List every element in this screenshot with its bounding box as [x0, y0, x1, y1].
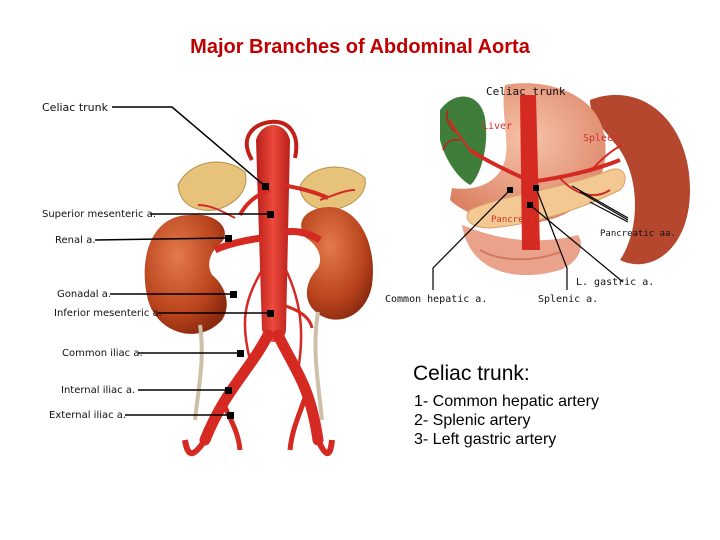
label-superior-mesenteric: Superior mesenteric a. — [42, 209, 156, 220]
left-adrenal-gland — [178, 162, 246, 210]
right-kidney — [301, 207, 373, 320]
label-spleen: Spleen — [583, 133, 619, 144]
list-item: 3- Left gastric artery — [414, 430, 599, 449]
label-inferior-mesenteric: Inferior mesenteric a. — [54, 308, 162, 319]
label-celiac-trunk: Celiac trunk — [42, 101, 108, 114]
label-liver: Liver — [482, 121, 512, 132]
label-celiac-trunk-right: Celiac trunk — [486, 85, 565, 98]
label-renal: Renal a. — [55, 235, 95, 246]
abdominal-aorta — [256, 125, 290, 342]
label-l-gastric: L. gastric a. — [576, 277, 654, 288]
info-heading: Celiac trunk: — [413, 362, 530, 386]
label-internal-iliac: Internal iliac a. — [61, 385, 135, 396]
label-common-iliac: Common iliac a. — [62, 348, 143, 359]
right-adrenal-gland — [300, 167, 365, 210]
info-list: 1- Common hepatic artery 2- Splenic arte… — [414, 392, 599, 449]
label-external-iliac: External iliac a. — [49, 410, 126, 421]
label-gonadal: Gonadal a. — [57, 289, 111, 300]
label-splenic: Splenic a. — [538, 294, 598, 305]
list-item: 1- Common hepatic artery — [414, 392, 599, 411]
list-item: 2- Splenic artery — [414, 411, 599, 430]
label-pancreas: Pancreas — [491, 215, 534, 225]
celiac-illustration — [440, 83, 690, 275]
label-common-hepatic: Common hepatic a. — [385, 294, 487, 305]
label-pancreatic: Pancreatic aa. — [600, 229, 676, 239]
